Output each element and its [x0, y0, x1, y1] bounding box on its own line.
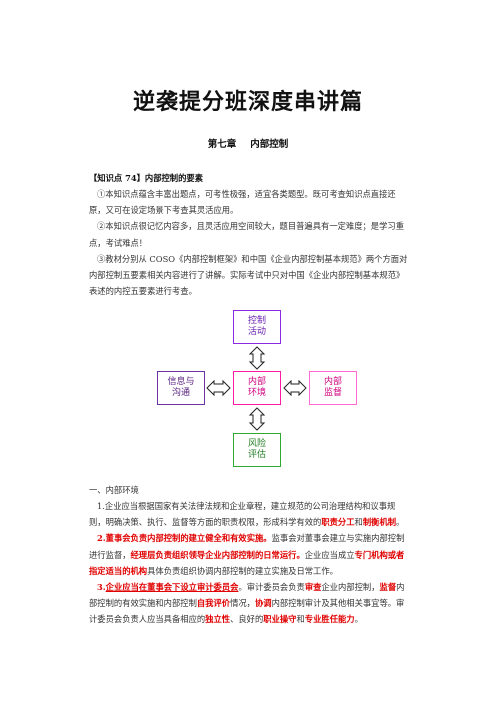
note-3: ③教材分别从 COSO《内部控制框架》和中国《企业内部控制基本规范》两个方面对内…	[89, 253, 408, 297]
page-title: 逆袭提分班深度串讲篇	[132, 89, 363, 115]
note-2: ②本知识点很记忆内容多，且灵活应用空间较大，题目普遍具有一定难度；是学习重点，考…	[89, 221, 404, 248]
chapter-number: 第七章	[207, 139, 237, 150]
diagram-box-control-activities: 控制活动	[233, 310, 281, 344]
knowledge-point-notes: ①本知识点蕴含丰富出题点，可考性极强，适宜各类题型。既可考查知识点直接还原，又可…	[89, 186, 411, 299]
arrow-up-down-icon	[248, 346, 266, 370]
arrow-left-right-icon	[206, 379, 231, 397]
diagram-box-risk-assessment: 风险评估	[233, 433, 281, 467]
diagram-box-information-communication: 信息与沟通	[157, 371, 205, 405]
diagram-box-internal-supervision: 内部监督	[309, 371, 357, 405]
note-1: ①本知识点蕴含丰富出题点，可考性极强，适宜各类题型。既可考查知识点直接还原，又可…	[89, 189, 396, 216]
paragraph-2: 2.董事会负责内部控制的建立健全和有效实施。监事会对董事会建立与实施内部控制进行…	[89, 533, 405, 576]
knowledge-point-heading: 【知识点 74】内部控制的要素	[89, 173, 203, 183]
section-body: 1.企业应当根据国家有关法律法规和企业章程，建立规范的公司治理结构和议事规则，明…	[89, 498, 411, 628]
diagram-box-internal-environment: 内部环境	[233, 371, 281, 405]
paragraph-1: 1.企业应当根据国家有关法律法规和企业章程，建立规范的公司治理结构和议事规则，明…	[89, 501, 405, 528]
arrow-up-down-icon	[248, 407, 266, 431]
chapter-name: 内部控制	[250, 139, 289, 150]
arrow-left-right-icon	[283, 379, 307, 397]
section-heading: 一、内部环境	[89, 485, 139, 495]
paragraph-3: 3.企业应当在董事会下设立审计委员会。审计委员会负责审查企业内部控制，监督内部控…	[89, 582, 405, 625]
chapter-heading: 第七章 内部控制	[0, 136, 496, 150]
